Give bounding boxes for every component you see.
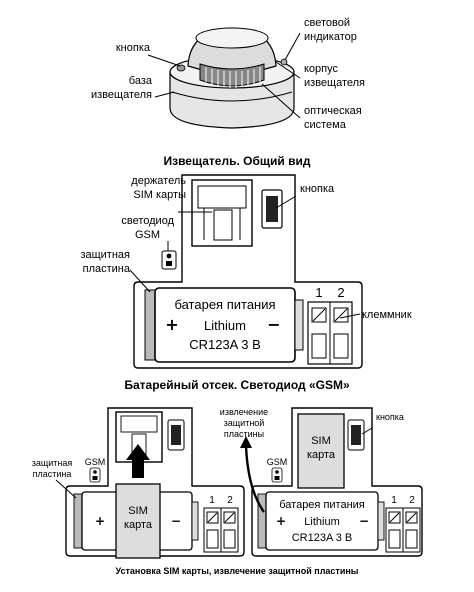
label-sim-holder-line1: держатель xyxy=(131,175,186,187)
battery-minus: − xyxy=(267,315,280,334)
terminal-1: 1 xyxy=(315,285,322,300)
install-minus: − xyxy=(171,514,181,528)
label-button: кнопка xyxy=(116,42,151,54)
install-plus2: + xyxy=(276,514,286,528)
label-button-2: кнопка xyxy=(300,183,335,195)
label-optical-line2: система xyxy=(304,119,347,131)
label-gsm-led-line2: GSM xyxy=(135,229,160,241)
install-battery-line1: батарея питания xyxy=(279,499,365,511)
label-housing-line2: извещателя xyxy=(304,77,365,89)
label-led-line1: световой xyxy=(304,17,350,29)
battery-line1: батарея питания xyxy=(174,297,275,312)
battery-line3: CR123A 3 В xyxy=(189,337,261,352)
detector-illustration xyxy=(169,27,295,129)
install-battery-line2: Lithium xyxy=(304,516,339,528)
compartment-leader-lines xyxy=(129,195,361,319)
removal-label-line3: пластины xyxy=(224,429,264,439)
battery-line2: Lithium xyxy=(204,318,246,333)
label-led-line2: индикатор xyxy=(304,31,357,43)
label-optical-line1: оптическая xyxy=(304,105,362,117)
sim-card-line2: карта xyxy=(124,519,153,531)
label-base-line2: извещателя xyxy=(91,89,152,101)
install-terminal2-1: 1 xyxy=(391,495,397,506)
install-gsm-label: GSM xyxy=(85,457,106,467)
install-board-left xyxy=(55,407,245,559)
label-gsm-led-line1: светодиод xyxy=(121,215,174,227)
label-base-line1: база xyxy=(129,75,153,87)
install-gsm2-label: GSM xyxy=(267,457,288,467)
label-housing-line1: корпус xyxy=(304,63,339,75)
caption-install: Установка SIM карты, извлечение защитной… xyxy=(115,566,358,576)
battery-plus: + xyxy=(165,315,178,334)
install-terminal2-2: 2 xyxy=(409,495,415,506)
label-plate-line2: пластина xyxy=(83,263,131,275)
sim-card-line1: SIM xyxy=(128,505,148,517)
install-board-right xyxy=(240,407,423,557)
caption-detector: Извещатель. Общий вид xyxy=(164,154,311,168)
removal-label-line1: извлечение xyxy=(220,407,268,417)
label-sim-holder-line2: SIM карты xyxy=(133,189,186,201)
terminal-2: 2 xyxy=(337,285,344,300)
caption-compartment: Батарейный отсек. Светодиод «GSM» xyxy=(124,378,350,392)
sim-card2-line1: SIM xyxy=(311,435,331,447)
install-terminal-1: 1 xyxy=(209,495,215,506)
label-terminal: клеммник xyxy=(362,309,412,321)
install-label-plate-line2: пластина xyxy=(33,469,72,479)
install-terminal-2: 2 xyxy=(227,495,233,506)
install-plus: + xyxy=(95,514,105,528)
install-label-button: кнопка xyxy=(376,412,404,422)
sim-card2-line2: карта xyxy=(307,449,336,461)
install-label-plate-line1: защитная xyxy=(32,458,73,468)
install-minus2: − xyxy=(359,514,369,528)
terminal-block xyxy=(307,301,353,365)
install-battery-line3: CR123A 3 В xyxy=(292,532,353,544)
battery-large xyxy=(144,287,304,363)
label-plate-line1: защитная xyxy=(80,249,130,261)
removal-label-line2: защитной xyxy=(224,418,265,428)
detector-leader-lines xyxy=(147,32,301,119)
